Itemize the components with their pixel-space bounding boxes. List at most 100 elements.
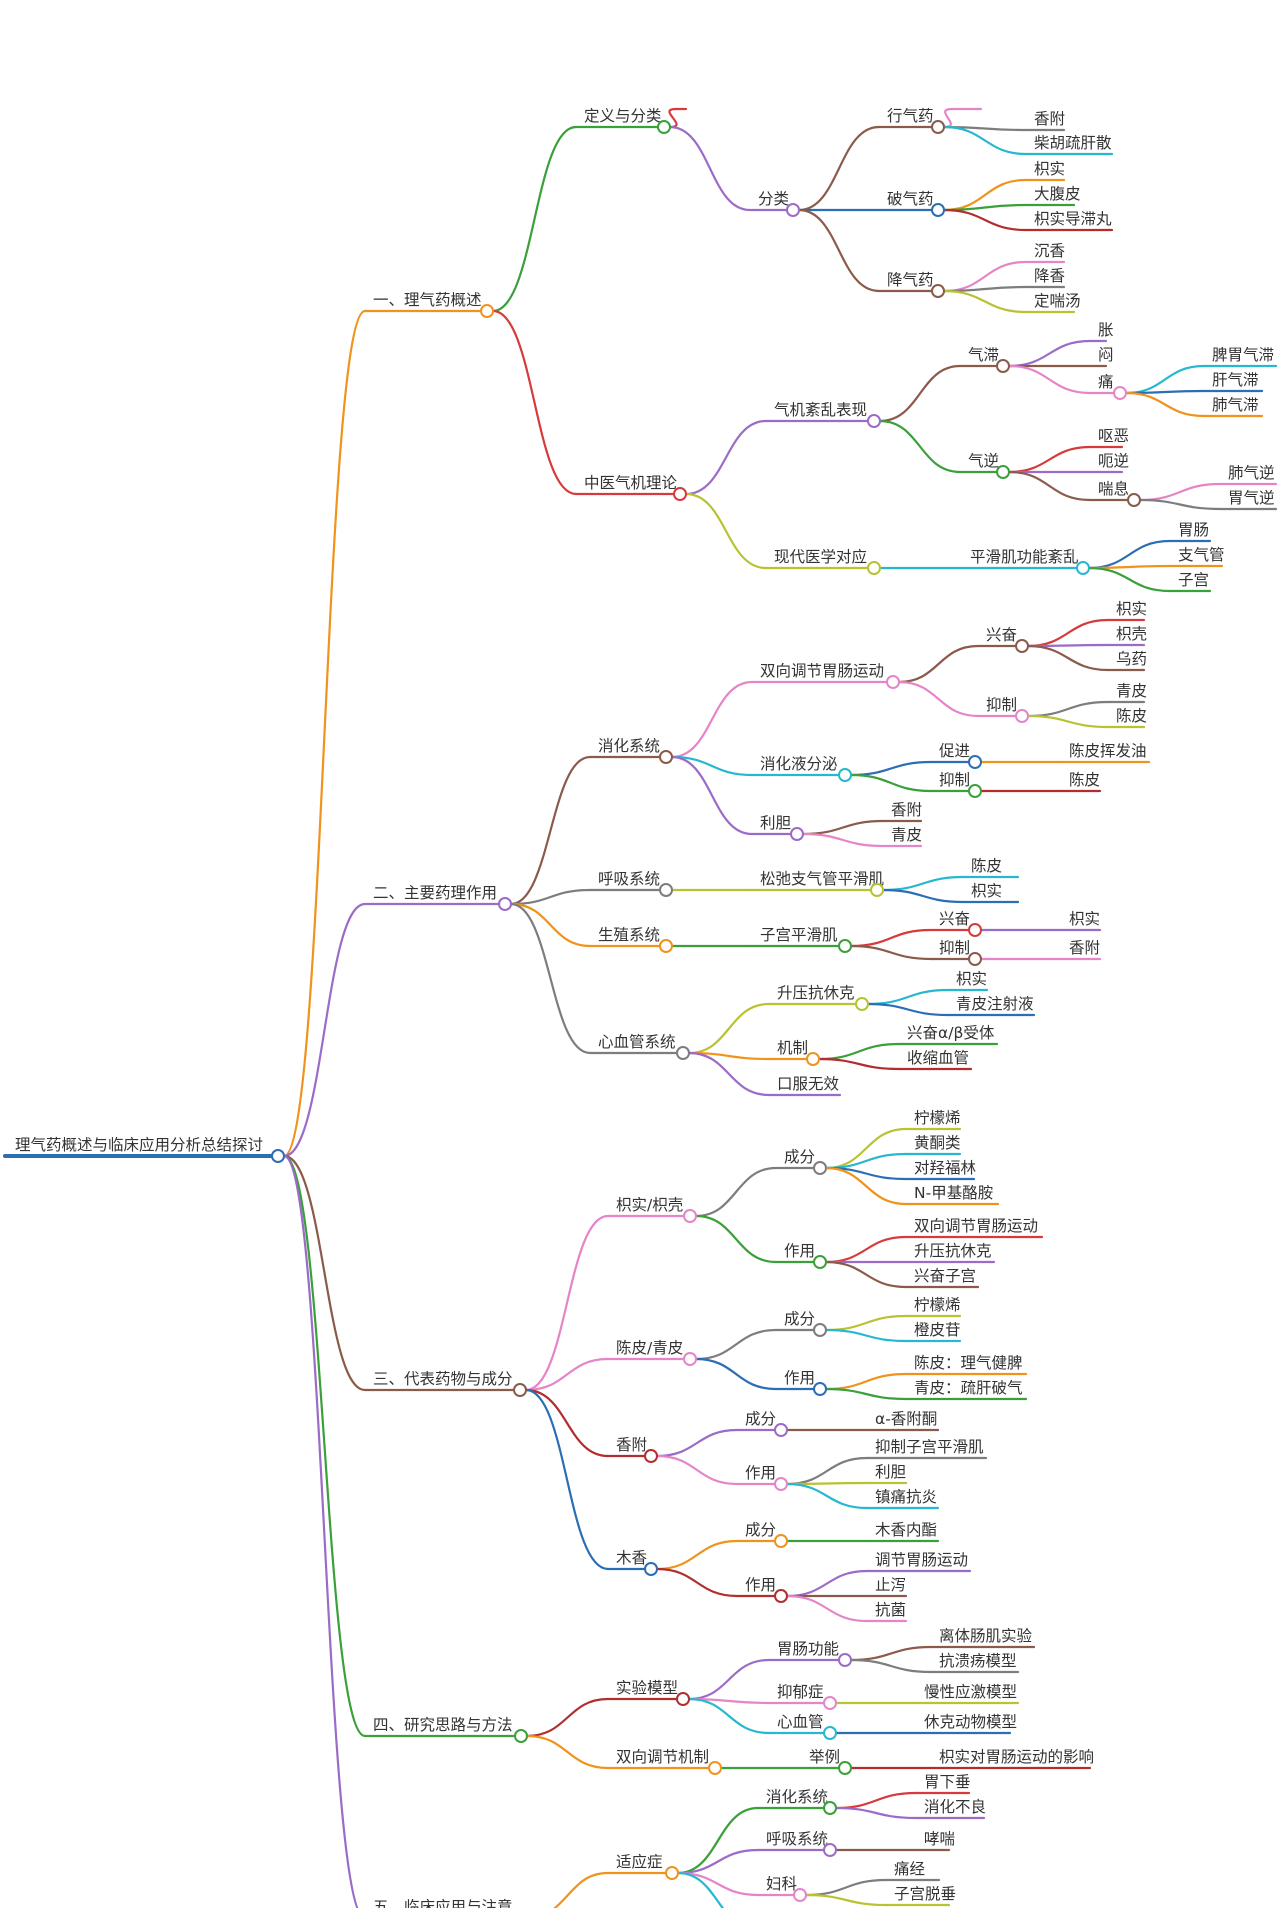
- node-label-s3c2b[interactable]: 利胆: [875, 1463, 906, 1481]
- collapse-toggle-s2a2b[interactable]: [968, 784, 982, 798]
- node-label-s2d1b[interactable]: 青皮注射液: [956, 995, 1034, 1013]
- node-label-s2a2[interactable]: 消化液分泌: [760, 755, 838, 773]
- node-label-s4a[interactable]: 实验模型: [616, 1679, 678, 1697]
- node-label-s1b2a2[interactable]: 支气管: [1178, 546, 1225, 564]
- node-label-s5a3a[interactable]: 痛经: [894, 1860, 925, 1878]
- node-label-s5a2a[interactable]: 哮喘: [924, 1830, 955, 1848]
- node-label-s3[interactable]: 三、代表药物与成分: [373, 1370, 513, 1388]
- node-label-s4b1a[interactable]: 枳实对胃肠运动的影响: [939, 1748, 1094, 1766]
- node-label-s4b[interactable]: 双向调节机制: [616, 1748, 709, 1766]
- node-label-s2a3b[interactable]: 青皮: [891, 826, 922, 844]
- collapse-toggle-s1b1b3[interactable]: [1127, 493, 1141, 507]
- node-label-s2a2a[interactable]: 促进: [939, 742, 970, 760]
- node-label-s2a[interactable]: 消化系统: [598, 737, 660, 755]
- node-label-s1a1b[interactable]: 破气药: [887, 190, 934, 208]
- node-label-s2a1b[interactable]: 抑制: [986, 696, 1017, 714]
- node-label-s2d2a[interactable]: 兴奋α/β受体: [907, 1024, 995, 1042]
- node-label-s1b1a2[interactable]: 闷: [1098, 346, 1114, 364]
- node-label-s4a1[interactable]: 胃肠功能: [777, 1640, 839, 1658]
- collapse-toggle-s3c2[interactable]: [774, 1477, 788, 1491]
- node-label-s2b1[interactable]: 松弛支气管平滑肌: [760, 870, 884, 888]
- collapse-toggle-s3b2[interactable]: [813, 1382, 827, 1396]
- collapse-toggle-s2c1b[interactable]: [968, 952, 982, 966]
- node-label-s1b1b3a[interactable]: 肺气逆: [1228, 464, 1275, 482]
- collapse-toggle-s1b2[interactable]: [867, 561, 881, 575]
- node-label-s1b2a1[interactable]: 胃肠: [1178, 521, 1209, 539]
- node-label-s2b1a[interactable]: 陈皮: [971, 857, 1002, 875]
- node-label-s3a[interactable]: 枳实/枳壳: [616, 1196, 683, 1214]
- node-label-s2a1b2[interactable]: 陈皮: [1116, 707, 1147, 725]
- node-label-s1b2[interactable]: 现代医学对应: [774, 547, 867, 566]
- node-label-s3c1a[interactable]: α-香附酮: [875, 1410, 937, 1428]
- collapse-toggle-s3d2[interactable]: [774, 1589, 788, 1603]
- node-label-s1b1a3a[interactable]: 脾胃气滞: [1212, 346, 1274, 364]
- collapse-toggle-s1[interactable]: [480, 304, 494, 318]
- node-label-s1b2a[interactable]: 平滑肌功能紊乱: [970, 548, 1079, 566]
- node-label-s3c1[interactable]: 成分: [745, 1410, 776, 1428]
- collapse-toggle-s1b1a[interactable]: [996, 359, 1010, 373]
- node-label-s2b1b[interactable]: 枳实: [971, 882, 1002, 900]
- node-label-s2c1a[interactable]: 兴奋: [939, 910, 970, 928]
- collapse-toggle-s2a1[interactable]: [886, 675, 900, 689]
- node-label-s3c[interactable]: 香附: [616, 1436, 647, 1454]
- node-label-s3b1b[interactable]: 橙皮苷: [914, 1321, 961, 1339]
- collapse-toggle-s2c1a[interactable]: [968, 923, 982, 937]
- node-label-s2a3[interactable]: 利胆: [760, 814, 791, 832]
- node-label-s3c2[interactable]: 作用: [745, 1464, 776, 1482]
- collapse-toggle-s4a3[interactable]: [823, 1726, 837, 1740]
- node-label-s3a1[interactable]: 成分: [784, 1148, 815, 1166]
- node-label-s5[interactable]: 五、临床应用与注意: [373, 1897, 513, 1908]
- node-label-s1b1b2[interactable]: 呃逆: [1098, 452, 1129, 470]
- node-label-s1b1b1[interactable]: 呕恶: [1098, 427, 1129, 445]
- node-label-s1b1a3[interactable]: 痛: [1098, 373, 1114, 391]
- node-label-s3c2a[interactable]: 抑制子宫平滑肌: [875, 1438, 984, 1456]
- collapse-toggle-s5a2[interactable]: [823, 1843, 837, 1857]
- node-label-s5a[interactable]: 适应症: [616, 1852, 663, 1871]
- collapse-toggle-s2d[interactable]: [676, 1046, 690, 1060]
- node-label-s2a1[interactable]: 双向调节胃肠运动: [760, 662, 884, 680]
- collapse-toggle-s2a1a[interactable]: [1015, 639, 1029, 653]
- node-label-s1a1a2[interactable]: 柴胡疏肝散: [1034, 134, 1112, 152]
- node-label-s1a[interactable]: 定义与分类: [584, 107, 662, 125]
- node-label-s1a1b3[interactable]: 枳实导滞丸: [1034, 210, 1112, 228]
- collapse-toggle-s4a2[interactable]: [823, 1696, 837, 1710]
- node-label-s1a1a1[interactable]: 香附: [1034, 110, 1065, 128]
- collapse-toggle-s4b[interactable]: [708, 1761, 722, 1775]
- collapse-toggle-root[interactable]: [271, 1149, 285, 1163]
- node-label-s1[interactable]: 一、理气药概述: [373, 291, 482, 309]
- node-label-s4a2[interactable]: 抑郁症: [777, 1683, 824, 1701]
- node-label-s1a1b2[interactable]: 大腹皮: [1034, 185, 1081, 203]
- node-label-s2b[interactable]: 呼吸系统: [598, 870, 660, 888]
- node-label-root[interactable]: 理气药概述与临床应用分析总结探讨: [15, 1135, 263, 1154]
- node-label-s1b2a3[interactable]: 子宫: [1178, 571, 1209, 589]
- node-label-s2c[interactable]: 生殖系统: [598, 926, 660, 944]
- node-label-s4[interactable]: 四、研究思路与方法: [373, 1716, 513, 1734]
- collapse-toggle-s4[interactable]: [514, 1729, 528, 1743]
- collapse-toggle-s1b1[interactable]: [867, 414, 881, 428]
- node-label-s3d1[interactable]: 成分: [745, 1521, 776, 1539]
- collapse-toggle-s1a1[interactable]: [786, 203, 800, 217]
- collapse-toggle-s1b1b[interactable]: [996, 465, 1010, 479]
- node-label-s1a1c1[interactable]: 沉香: [1034, 242, 1065, 260]
- collapse-toggle-s1a1b[interactable]: [931, 203, 945, 217]
- collapse-toggle-s2a2a[interactable]: [968, 755, 982, 769]
- node-label-s2d2[interactable]: 机制: [777, 1039, 808, 1057]
- node-label-s5a1a[interactable]: 胃下垂: [924, 1773, 971, 1791]
- node-label-s2d3[interactable]: 口服无效: [777, 1075, 839, 1093]
- collapse-toggle-s5a3[interactable]: [793, 1888, 807, 1902]
- node-label-s4b1[interactable]: 举例: [809, 1748, 840, 1766]
- collapse-toggle-s1b[interactable]: [673, 487, 687, 501]
- node-label-s3a2b[interactable]: 升压抗休克: [914, 1242, 992, 1260]
- node-label-s2d1[interactable]: 升压抗休克: [777, 984, 855, 1002]
- node-label-s3a1c[interactable]: 对羟福林: [914, 1159, 977, 1177]
- collapse-toggle-s3[interactable]: [513, 1383, 527, 1397]
- node-label-s1b[interactable]: 中医气机理论: [584, 474, 678, 492]
- node-label-s1b1b3b[interactable]: 胃气逆: [1228, 489, 1275, 507]
- node-label-s2a2b1[interactable]: 陈皮: [1069, 771, 1100, 789]
- collapse-toggle-s4a[interactable]: [676, 1692, 690, 1706]
- node-label-s3a2c[interactable]: 兴奋子宫: [914, 1267, 976, 1285]
- node-label-s3b1a[interactable]: 柠檬烯: [914, 1296, 961, 1314]
- node-label-s4a2a[interactable]: 慢性应激模型: [924, 1682, 1017, 1701]
- node-label-s1a1c[interactable]: 降气药: [887, 271, 934, 289]
- node-label-s3d2a[interactable]: 调节胃肠运动: [875, 1551, 968, 1569]
